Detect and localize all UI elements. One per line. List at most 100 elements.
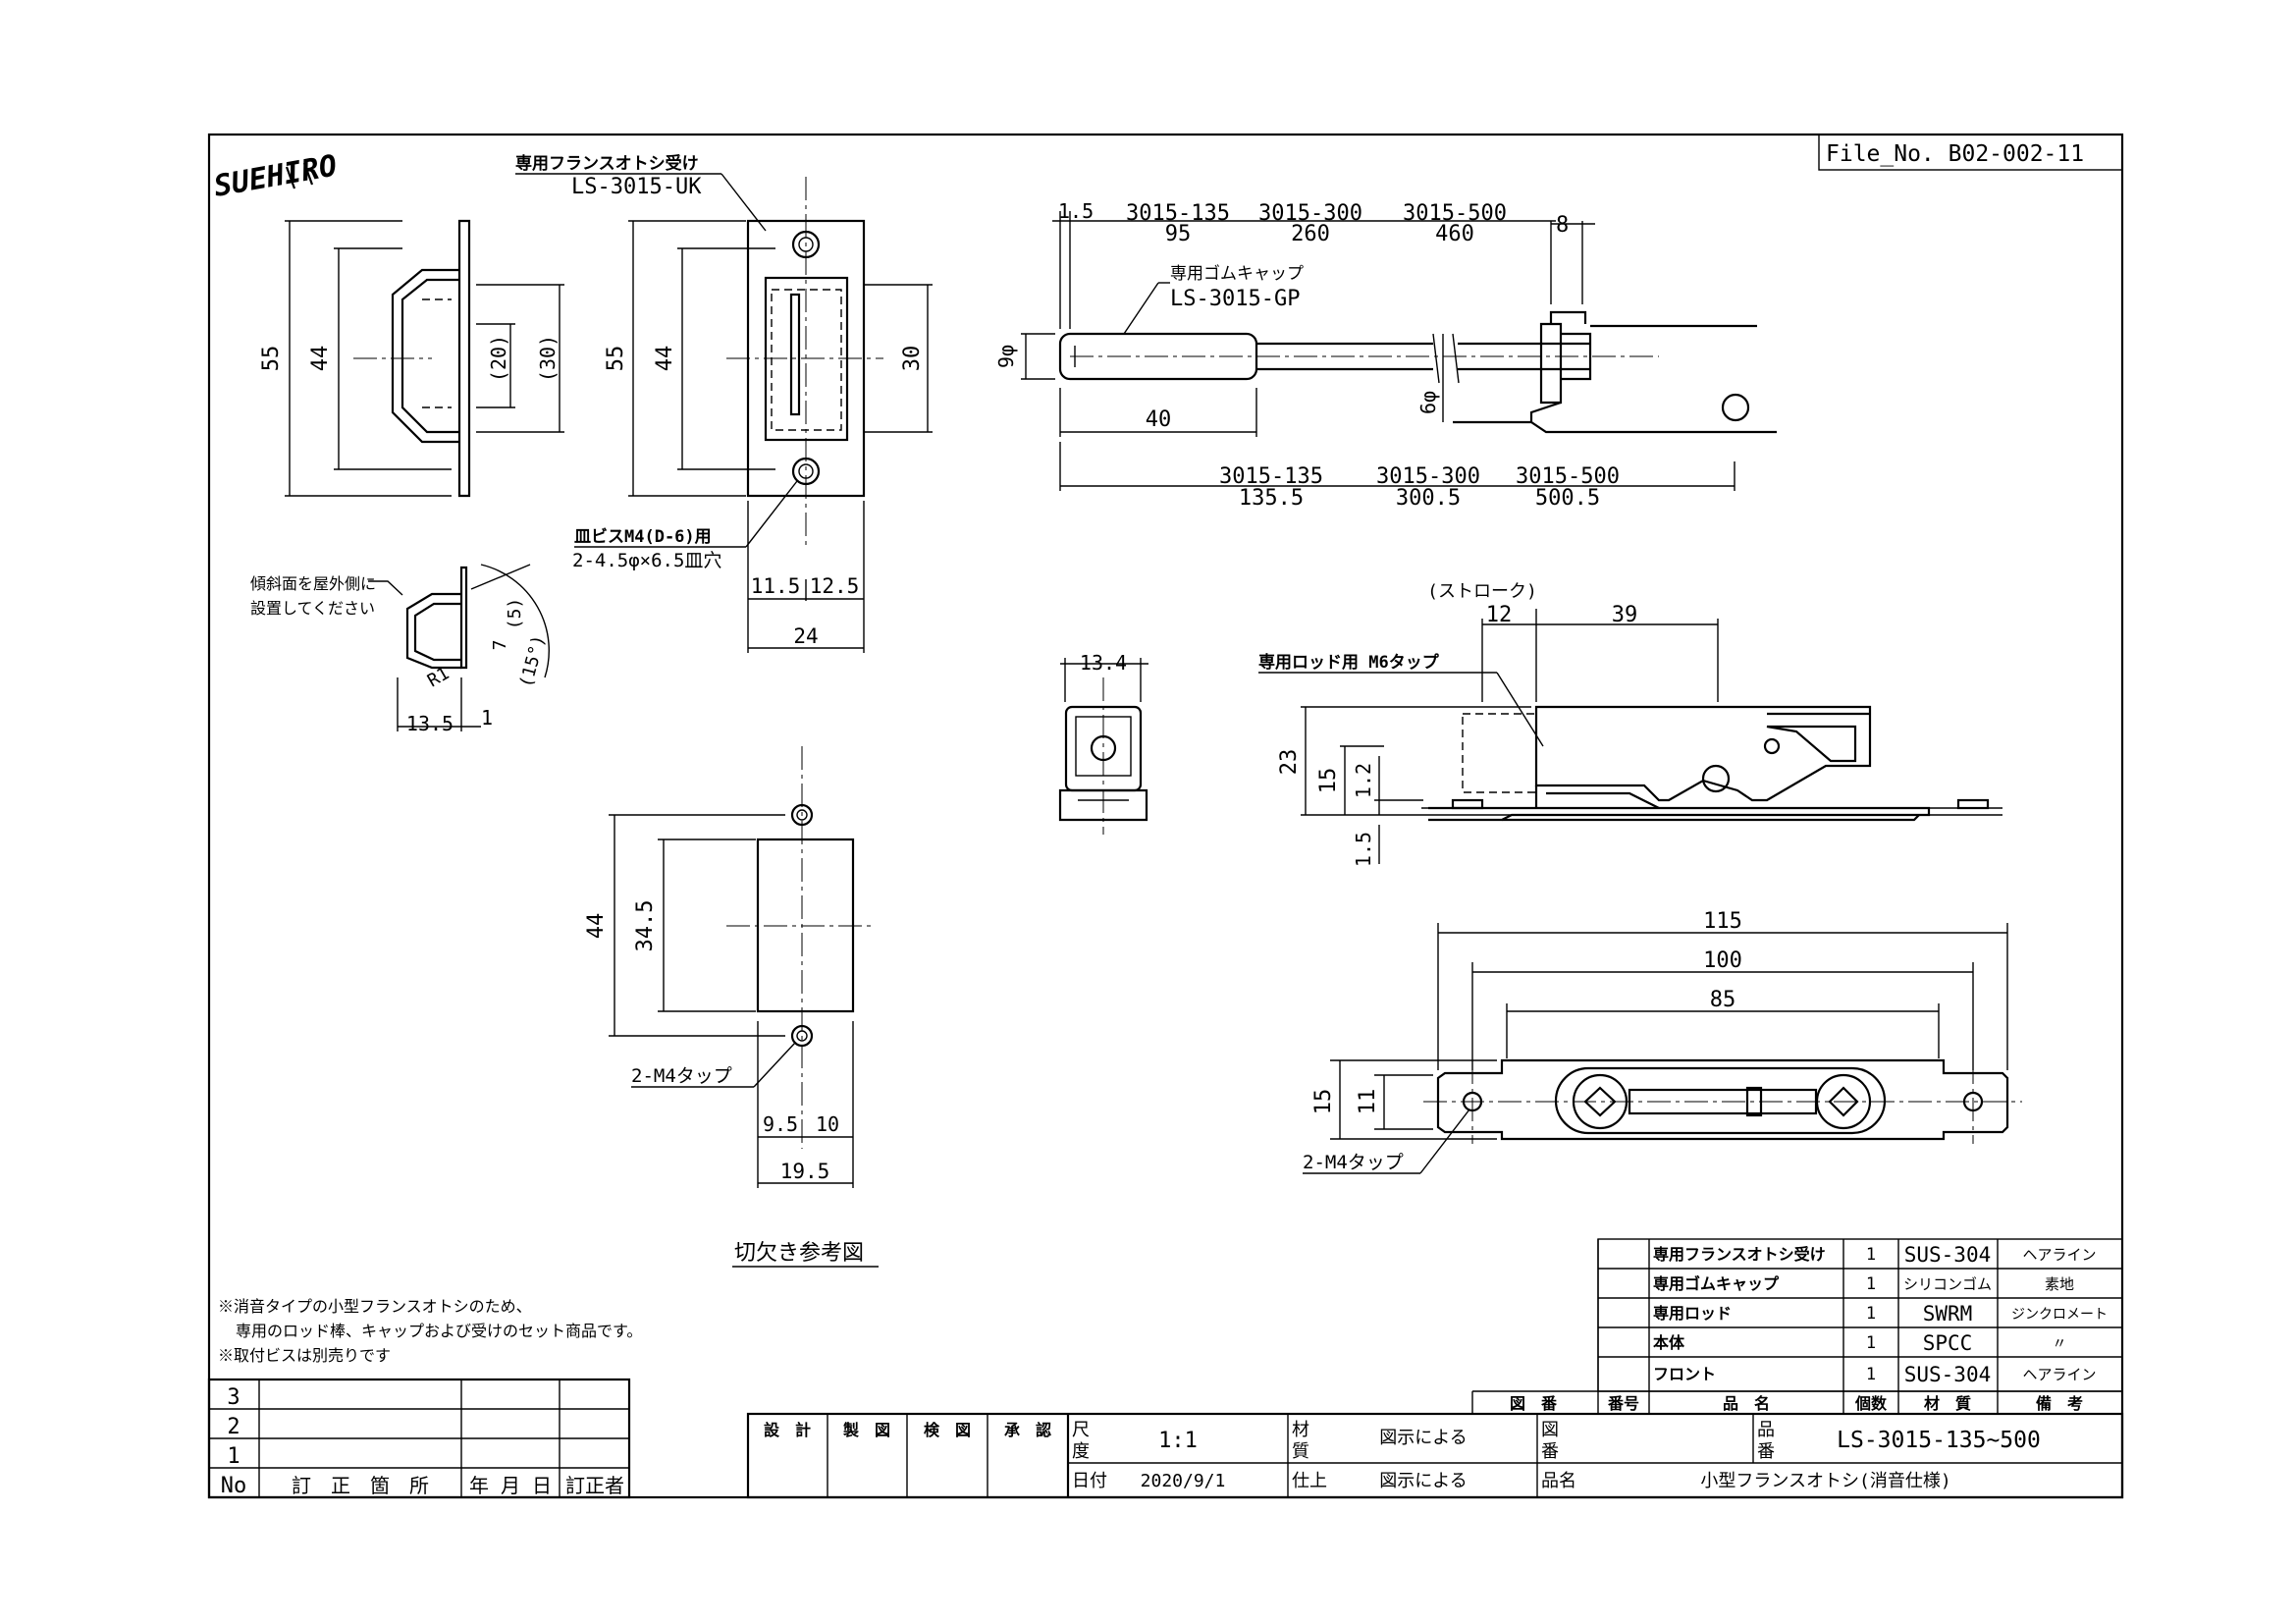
dim-260: 260 (1291, 222, 1330, 246)
front-view: 115 100 85 15 11 2-M4タップ (1303, 909, 2022, 1174)
receiver-side-view: 55 44 (20) (30) (259, 219, 564, 498)
part-qty-4: 1 (1866, 1333, 1876, 1353)
dim-12-5: 12.5 (810, 574, 860, 598)
dim-1-5-rod: 1.5 (1058, 199, 1094, 223)
tb-material-label-1: 材 (1292, 1420, 1309, 1440)
tb-draft: 製 図 (842, 1421, 890, 1439)
tb-design: 設 計 (764, 1421, 811, 1439)
tb-finish-label: 仕上 (1292, 1471, 1327, 1491)
dim-5-slope: (5) (505, 598, 525, 630)
dim-500-5: 500.5 (1535, 486, 1600, 511)
parts-h-qty: 個数 (1854, 1394, 1888, 1413)
slope-detail: 傾斜面を屋外側に 設置してください (5) 7 (15°) R1 13.5 1 (250, 564, 550, 735)
rev-h-date: 年 月 日 (469, 1474, 552, 1497)
part-material-2: シリコンゴム (1903, 1275, 1992, 1293)
dim-55-front: 55 (604, 346, 628, 372)
rev-row-2: 2 (227, 1415, 240, 1439)
part-material-5: SUS-304 (1904, 1363, 1992, 1386)
screw-note-2: 2-4.5φ×6.5皿穴 (572, 550, 721, 571)
tb-part-label-2: 番 (1757, 1441, 1775, 1462)
rod-view: 1.5 3015-135 95 3015-300 260 3015-500 46… (994, 199, 1777, 511)
dim-6phi: 6φ (1416, 391, 1440, 414)
dim-30-front: 30 (900, 346, 925, 372)
tap-label-cutout: 2-M4タップ (631, 1065, 732, 1087)
dim-13-5-slope: 13.5 (406, 712, 454, 735)
dim-9phi: 9φ (994, 345, 1018, 368)
dim-1-2-body: 1.2 (1352, 763, 1375, 798)
tb-name-label: 品名 (1541, 1471, 1576, 1491)
part-qty-5: 1 (1866, 1365, 1876, 1384)
rev-h-no: No (221, 1474, 247, 1498)
dim-15deg: (15°) (516, 633, 550, 690)
dim-24: 24 (793, 624, 818, 648)
part-finish-4: 〃 (2052, 1334, 2066, 1352)
part-name-4: 本体 (1653, 1333, 1685, 1352)
body-side-view: (ストローク) 12 39 専用ロッド用 M6タップ 23 15 1.2 1.5 (1258, 581, 2002, 867)
tb-check: 検 図 (924, 1421, 971, 1439)
dim-m135-top: 3015-135 (1126, 201, 1230, 226)
parts-h-material: 材 質 (1924, 1394, 1971, 1413)
dim-m500-top: 3015-500 (1403, 201, 1507, 226)
slope-note-line1: 傾斜面を屋外側に (250, 574, 376, 593)
part-name-1: 専用フランスオトシ受け (1653, 1245, 1826, 1264)
logo-text: SUEHIRO (211, 148, 340, 203)
part-qty-1: 1 (1866, 1245, 1876, 1265)
dim-55-side: 55 (259, 346, 284, 372)
dim-11-front: 11 (1356, 1089, 1380, 1115)
dim-40-rod: 40 (1146, 407, 1172, 432)
tb-material-label-2: 質 (1292, 1441, 1309, 1462)
dim-20-side: (20) (487, 335, 510, 382)
dim-95: 95 (1165, 222, 1192, 246)
part-material-4: SPCC (1923, 1331, 1973, 1355)
screw-note-1: 皿ビスM4(D-6)用 (574, 527, 712, 547)
dim-85: 85 (1710, 988, 1736, 1012)
parts-h-remark: 備 考 (2036, 1394, 2083, 1413)
tb-scale-label-1: 尺 (1072, 1420, 1090, 1440)
part-name-3: 専用ロッド (1653, 1304, 1732, 1323)
part-qty-2: 1 (1866, 1274, 1876, 1294)
rev-row-3: 3 (227, 1385, 240, 1410)
rev-row-1: 1 (227, 1444, 240, 1469)
tb-finish-value: 図示による (1379, 1471, 1467, 1491)
dim-m135-bottom: 3015-135 (1219, 464, 1323, 489)
part-finish-3: ジンクロメート (2011, 1307, 2108, 1323)
parts-h-drawing: 図 番 (1510, 1394, 1558, 1413)
tap-label-body: 専用ロッド用 M6タップ (1258, 652, 1440, 673)
receiver-front-view: 55 44 30 11.5 12.5 24 (604, 177, 933, 653)
rev-h-by: 訂正者 (565, 1474, 624, 1497)
tb-date-label: 日付 (1072, 1471, 1107, 1491)
part-finish-5: ヘアライン (2022, 1366, 2096, 1383)
dim-11-5: 11.5 (751, 574, 801, 598)
dim-8-rod: 8 (1556, 213, 1569, 238)
dim-44-cutout: 44 (584, 913, 609, 940)
title-block: 設 計 製 図 検 図 承 認 尺 度 1:1 材 質 図示による 図 番 品 … (746, 1412, 2124, 1499)
body-end-view: 13.4 (1058, 651, 1148, 835)
dim-44-side: 44 (308, 346, 333, 372)
dim-300-5: 300.5 (1396, 486, 1461, 511)
part-finish-1: ヘアライン (2022, 1246, 2096, 1264)
tb-date: 2020/9/1 (1141, 1471, 1226, 1491)
note-line2: 専用のロッド棒、キャップおよび受けのセット商品です。 (236, 1322, 642, 1340)
file-no: File_No. B02-002-11 (1826, 141, 2084, 167)
rev-h-place: 訂 正 箇 所 (292, 1474, 429, 1497)
dim-13-4: 13.4 (1080, 651, 1127, 675)
part-qty-3: 1 (1866, 1304, 1876, 1324)
parts-h-name: 品 名 (1723, 1394, 1770, 1413)
dim-39-body: 39 (1612, 603, 1638, 627)
receiver-title: 専用フランスオトシ受け (515, 153, 699, 174)
parts-table: 専用フランスオトシ受け 1 SUS-304 ヘアライン 専用ゴムキャップ 1 シ… (1471, 1238, 2123, 1414)
part-name-2: 専用ゴムキャップ (1653, 1274, 1780, 1293)
dim-7-slope: 7 (490, 640, 510, 651)
part-name-5: フロント (1653, 1365, 1716, 1383)
slope-note-line2: 設置してください (250, 599, 375, 618)
tb-product-name: 小型フランスオトシ(消音仕様) (1700, 1471, 1950, 1491)
dim-34-5: 34.5 (633, 900, 658, 952)
dim-m300-bottom: 3015-300 (1376, 464, 1480, 489)
cutout-caption: 切欠き参考図 (734, 1241, 864, 1266)
dim-1-slope: 1 (481, 706, 493, 730)
dim-9-5: 9.5 (763, 1112, 798, 1136)
dim-100: 100 (1703, 948, 1742, 973)
dim-30-side: (30) (536, 335, 560, 382)
tb-part-label-1: 品 (1757, 1420, 1775, 1440)
